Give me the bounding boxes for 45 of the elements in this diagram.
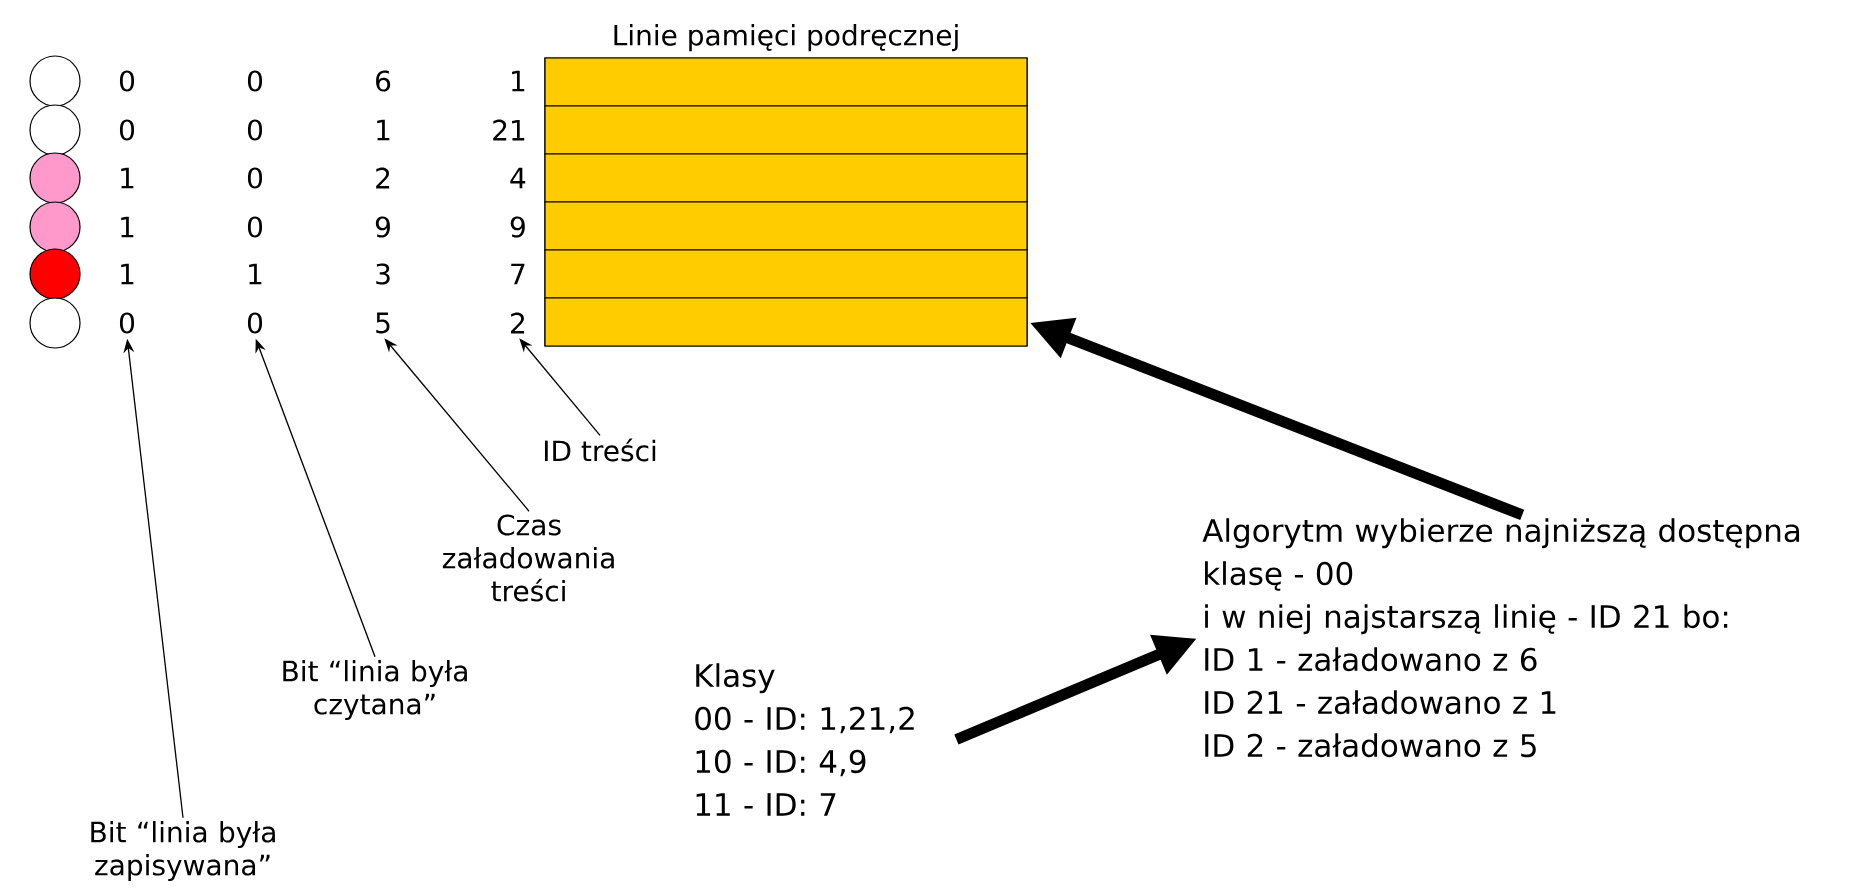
arrow (519, 338, 601, 436)
cache-line-row (544, 57, 1028, 107)
cache-line-row (544, 201, 1028, 251)
table-digit: 1 (121, 167, 134, 189)
table-digit: 1 (249, 263, 262, 285)
table-digit: 4 (510, 167, 526, 189)
table-digit: 0 (247, 312, 263, 334)
table-digit: 7 (511, 263, 525, 285)
table-digit: 9 (375, 216, 390, 238)
table-digit: 0 (119, 70, 135, 92)
annotation-text: ID treści (544, 438, 656, 462)
table-digit: 2 (511, 312, 524, 334)
annotation-text: Czas załadowania treści (442, 514, 614, 602)
annotation-text: Bit “linia była zapisywana” (91, 820, 275, 882)
annotation-text: Bit “linia była czytana” (283, 659, 467, 721)
table-digit: 0 (247, 167, 263, 189)
table-digit: 1 (512, 70, 525, 92)
table-digit: 21 (493, 119, 525, 141)
table-digit: 6 (376, 70, 391, 92)
table-digit: 2 (376, 167, 390, 189)
table-digit: 0 (119, 312, 135, 334)
status-circle (29, 152, 81, 204)
cache-line-row (544, 249, 1028, 299)
cache-line-row (544, 105, 1028, 155)
table-digit: 3 (376, 263, 390, 285)
table-digit: 9 (510, 216, 525, 238)
table-digit: 1 (121, 216, 134, 238)
cache-line-row (544, 153, 1028, 203)
table-digit: 5 (376, 312, 390, 334)
status-circle (29, 248, 81, 300)
arrow (384, 338, 530, 512)
status-circle (29, 55, 81, 107)
cache-line-row (544, 297, 1028, 347)
table-digit: 1 (377, 119, 390, 141)
table-digit: 0 (247, 119, 263, 141)
table-digit: 0 (247, 216, 263, 238)
class-list-text: Klasy 00 - ID: 1,21,2 10 - ID: 4,9 11 - ID: 7 (695, 663, 914, 816)
table-digit: 0 (119, 119, 135, 141)
status-circle (29, 104, 81, 156)
table-digit: 0 (247, 70, 263, 92)
explanation-text: Algorytm wybierze najniższą dostępna klasę - 00 i w niej najstarszą linię - ID 21 bo: ID 1 - załadowano z 6 ID 21 - załadowano z 1 ID 2 - załadowano z 5 (1202, 518, 1800, 758)
status-circle (29, 201, 81, 253)
table-digit: 1 (121, 263, 134, 285)
status-circle (29, 297, 81, 349)
node-label: Linie pamięci podręcznej (614, 24, 958, 52)
